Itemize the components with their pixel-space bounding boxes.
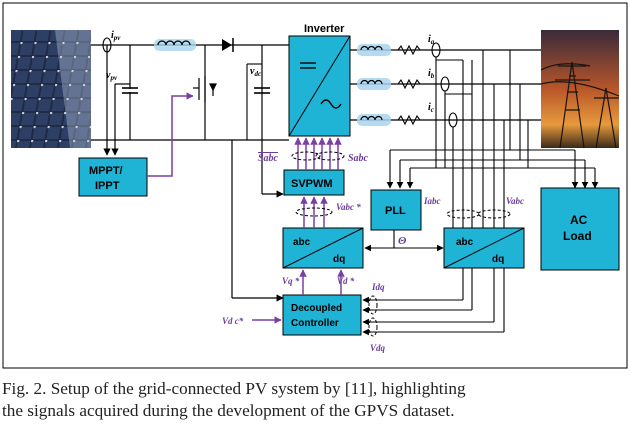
vabc-bundle (477, 209, 511, 219)
abc-right-bottom: dq (492, 254, 504, 265)
iabc-bundle (446, 209, 480, 219)
ic-label: ic (428, 102, 434, 114)
caption-line-2: the signals acquired during the developm… (2, 401, 455, 420)
pv-panel-icon (11, 30, 91, 148)
vdq-bundle (368, 317, 378, 337)
pll-label: PLL (385, 205, 406, 217)
measurement-wiring (386, 50, 599, 245)
svpwm-block: SVPWM (283, 169, 345, 196)
pv-current-sensor (102, 37, 112, 53)
inverter-block (288, 35, 351, 137)
mppt-gate-signal (147, 92, 194, 177)
abc-left-top: abc (293, 237, 311, 248)
abc-right-top: abc (456, 237, 474, 248)
iabc-label: Iabc (423, 196, 441, 206)
vdc-ref-label: Vd c* (222, 316, 244, 326)
dq-feedback-wiring (362, 268, 505, 336)
gate-signal-bundle-right (315, 151, 345, 161)
mppt-block: MPPT/ IPPT (78, 157, 148, 197)
ac-load-block: AC Load (540, 187, 620, 271)
inverter-title: Inverter (304, 23, 345, 35)
power-grid-tower-icon (540, 30, 620, 149)
vpv-label: vpv (106, 70, 118, 82)
load-label-line1: AC (570, 213, 588, 227)
vabc-ref-label: Vabc * (336, 202, 361, 212)
idq-bundle (368, 295, 378, 315)
ipv-label: ipv (111, 30, 121, 42)
vd-ref-label: Vd * (337, 276, 355, 286)
ia-label: ia (428, 34, 435, 46)
decoupled-controller-block: Decoupled Controller (282, 294, 362, 336)
controller-label-line1: Decoupled (291, 303, 342, 314)
vdc-label: vdc (250, 66, 261, 78)
boost-inductor (154, 39, 196, 51)
svpwm-label: SVPWM (291, 178, 333, 190)
ac-phase-b (350, 78, 541, 90)
signal-labels: ipv vpv vdc ia ib ic Sabc Sabc Vabc * Ia… (106, 30, 524, 353)
theta-label: Θ (398, 235, 407, 247)
load-label-line2: Load (563, 229, 592, 243)
mppt-label-line2: IPPT (95, 180, 120, 192)
idq-label: Idq (371, 282, 385, 292)
vabc-ref-bundle (295, 207, 333, 217)
dc-link-capacitor (254, 87, 270, 94)
sabc-bar-label: Sabc (258, 153, 279, 164)
figure-frame (2, 2, 628, 369)
gate-signal-bundle-left (291, 151, 321, 161)
abc-left-bottom: dq (333, 254, 345, 265)
vdq-label: Vdq (370, 343, 386, 353)
vabc-ref-arrows (300, 196, 328, 228)
pll-block: PLL (370, 189, 422, 231)
caption-line-1: Fig. 2. Setup of the grid-connected PV s… (2, 379, 466, 398)
boost-diode (222, 38, 234, 52)
figure-caption: Fig. 2. Setup of the grid-connected PV s… (2, 378, 628, 422)
vabc-label: Vabc (506, 196, 524, 206)
controller-label-line2: Controller (291, 318, 339, 329)
sabc-label: Sabc (348, 153, 369, 164)
vdq-ref-arrows (299, 269, 345, 295)
mppt-label-line1: MPPT/ (89, 165, 123, 177)
abc-dq-transform-right: abc dq (443, 227, 525, 269)
abc-dq-transform-left: abc dq (282, 227, 364, 269)
vdc-sense-wire (246, 63, 262, 140)
dc-capacitor (122, 87, 138, 94)
ib-label: ib (428, 68, 435, 80)
gate-signal-arrows (294, 137, 342, 170)
vq-ref-label: Vq * (282, 276, 300, 286)
boost-switch (193, 76, 217, 102)
ac-phase-a (350, 44, 541, 56)
